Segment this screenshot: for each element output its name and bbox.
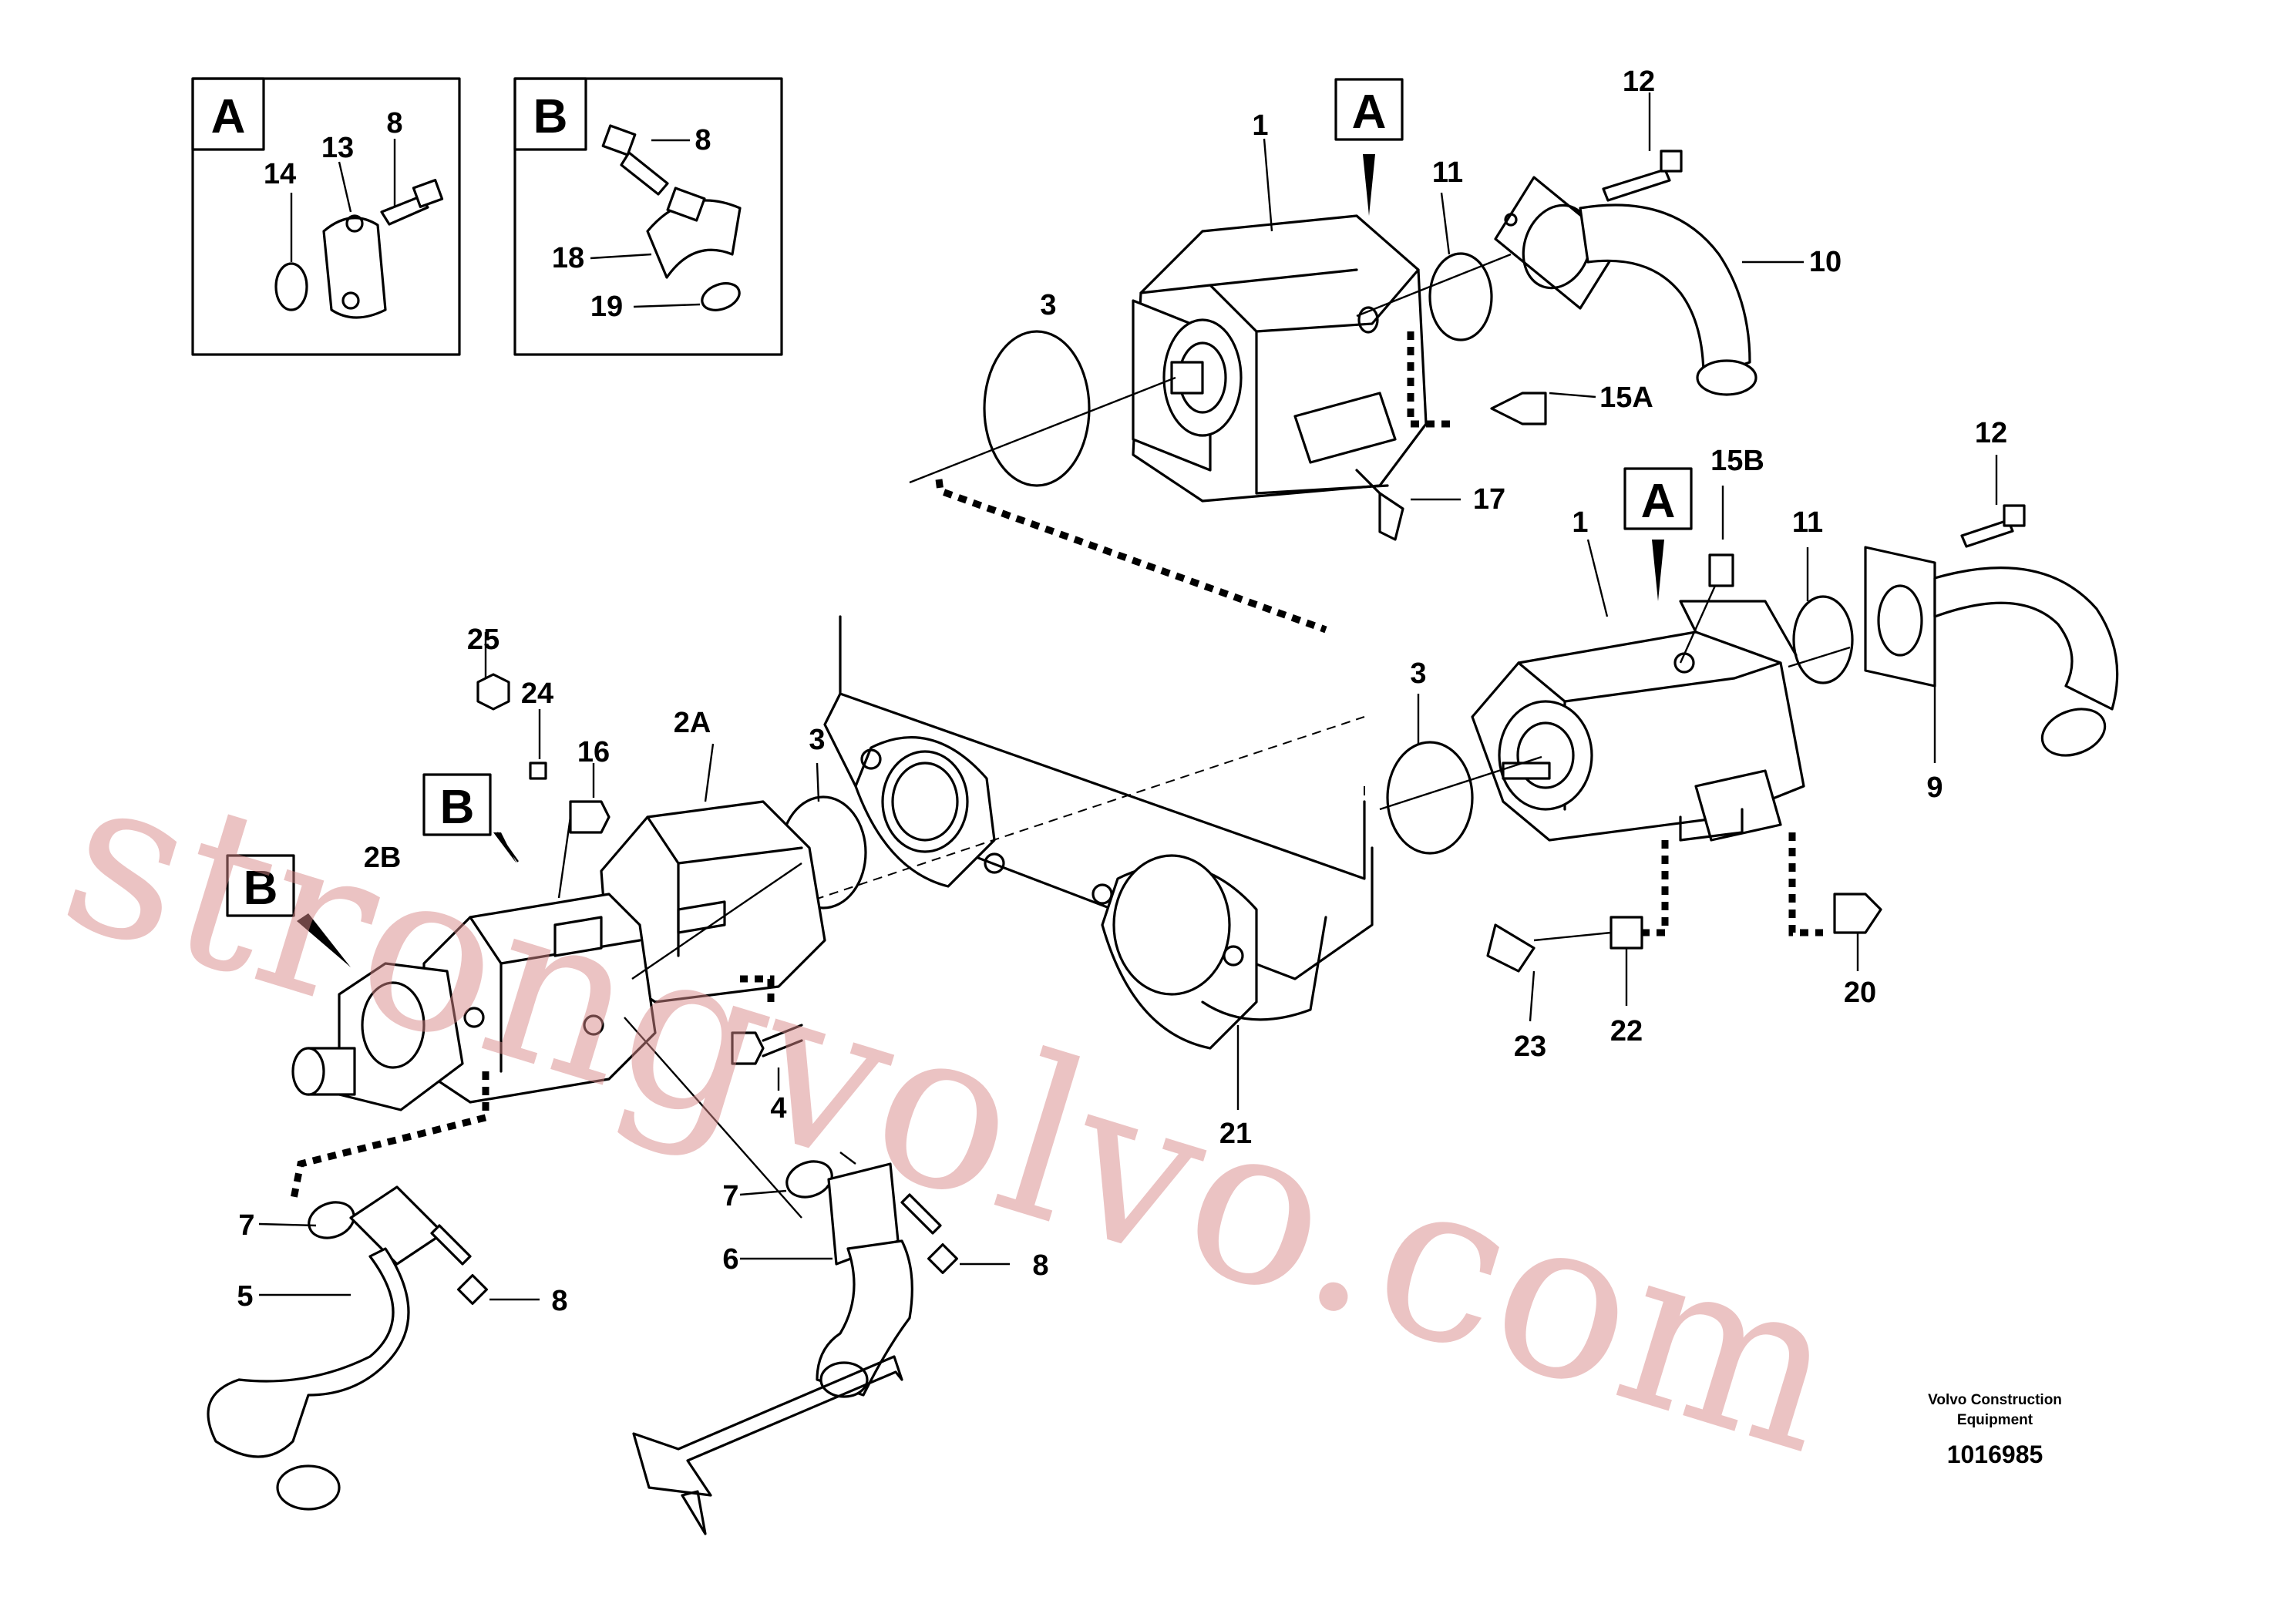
callout-a-right: A bbox=[1623, 467, 1693, 601]
callout-b-lower: B bbox=[226, 854, 351, 967]
half-clamp-part bbox=[322, 217, 387, 319]
label-1-right: 1 bbox=[1572, 506, 1588, 539]
label-16: 16 bbox=[577, 736, 610, 768]
label-21: 21 bbox=[1219, 1118, 1252, 1150]
o-ring-upper-flange bbox=[1428, 252, 1493, 341]
detail-a-label-8: 8 bbox=[386, 107, 402, 140]
company-line-1: Volvo Construction bbox=[1928, 1392, 2062, 1408]
detail-a-label-13: 13 bbox=[321, 132, 354, 164]
label-3-housing: 3 bbox=[809, 724, 825, 756]
label-10: 10 bbox=[1809, 246, 1842, 278]
detail-b-label-19: 19 bbox=[590, 291, 623, 323]
label-24: 24 bbox=[521, 678, 553, 710]
pump-housing bbox=[770, 615, 1374, 1110]
bolt-upper bbox=[1602, 168, 1671, 202]
bolt-8-left bbox=[430, 1224, 472, 1266]
label-5: 5 bbox=[237, 1280, 253, 1313]
svg-text:B: B bbox=[440, 781, 475, 834]
nut-25 bbox=[476, 673, 510, 711]
label-15a: 15A bbox=[1599, 382, 1653, 414]
label-7-left: 7 bbox=[238, 1209, 254, 1242]
flange-right bbox=[1864, 546, 1936, 688]
label-12-upper: 12 bbox=[1623, 66, 1655, 98]
drawing-number: 1016985 bbox=[1947, 1441, 2043, 1468]
fitting-15b bbox=[1708, 553, 1734, 587]
label-20: 20 bbox=[1844, 977, 1876, 1009]
fitting-22 bbox=[1610, 916, 1643, 950]
detail-box-a-letter: A bbox=[211, 90, 246, 143]
label-8-left: 8 bbox=[551, 1285, 567, 1317]
tee-16 bbox=[569, 800, 610, 834]
fitting-17 bbox=[1378, 492, 1404, 541]
label-11-right: 11 bbox=[1792, 506, 1823, 539]
part-labels: 1 1 2A 2B 3 3 3 4 5 6 7 7 8 8 9 10 11 11… bbox=[237, 66, 2007, 1317]
callout-b-upper: B bbox=[422, 773, 519, 863]
detail-box-b: B 8 18 19 bbox=[513, 77, 783, 356]
detail-box-b-letter: B bbox=[533, 90, 568, 143]
label-1-upper: 1 bbox=[1252, 109, 1268, 142]
label-6: 6 bbox=[722, 1243, 738, 1276]
o-ring-right-flange bbox=[1792, 595, 1854, 684]
fitting-24 bbox=[529, 762, 547, 780]
o-ring-part bbox=[701, 282, 741, 311]
label-17: 17 bbox=[1473, 483, 1505, 516]
pump-right bbox=[1379, 600, 1851, 842]
detail-b-label-8: 8 bbox=[695, 124, 711, 156]
label-12-right: 12 bbox=[1975, 417, 2007, 449]
flange-5 bbox=[349, 1185, 445, 1266]
pipe-elbow-upper bbox=[1356, 92, 1804, 396]
fittings-upper bbox=[1355, 331, 1596, 541]
label-9: 9 bbox=[1926, 772, 1942, 804]
fitting-23 bbox=[1486, 923, 1536, 973]
label-3-upper: 3 bbox=[1040, 289, 1056, 321]
label-2b: 2B bbox=[364, 842, 402, 874]
left-fittings bbox=[476, 632, 803, 1091]
label-15b: 15B bbox=[1710, 445, 1764, 477]
label-3-right: 3 bbox=[1410, 657, 1426, 690]
pipe-lower-left bbox=[207, 1071, 540, 1511]
bolt-part bbox=[601, 124, 637, 156]
label-25: 25 bbox=[467, 624, 500, 656]
o-ring-part bbox=[274, 262, 308, 311]
callout-a-upper: A bbox=[1334, 78, 1404, 216]
label-22: 22 bbox=[1610, 1015, 1643, 1047]
pump-left-assembly bbox=[291, 743, 826, 1219]
label-8-right: 8 bbox=[1032, 1249, 1048, 1282]
bolt-part bbox=[380, 195, 429, 226]
svg-text:A: A bbox=[1352, 86, 1387, 139]
label-23: 23 bbox=[1514, 1031, 1546, 1063]
pipe-elbow-right bbox=[1792, 455, 2119, 763]
label-2a: 2A bbox=[674, 707, 711, 739]
fittings-right bbox=[1486, 486, 1882, 1022]
svg-text:A: A bbox=[1641, 475, 1676, 528]
label-11-upper: 11 bbox=[1432, 156, 1463, 189]
detail-b-label-18: 18 bbox=[552, 242, 584, 274]
o-ring-upper-pump bbox=[983, 330, 1091, 487]
detail-box-a: A 14 13 8 bbox=[191, 77, 461, 356]
bolt-8-right bbox=[900, 1193, 942, 1235]
label-4: 4 bbox=[770, 1092, 786, 1125]
o-ring-7-left bbox=[308, 1201, 355, 1239]
o-ring-7-right bbox=[785, 1160, 833, 1199]
direction-arrow-icon bbox=[632, 1355, 903, 1497]
label-7-right: 7 bbox=[722, 1180, 738, 1212]
bolt-4 bbox=[731, 1031, 765, 1065]
fitting-15a bbox=[1490, 392, 1547, 425]
bolt-right bbox=[1960, 519, 2014, 548]
svg-text:B: B bbox=[244, 862, 278, 915]
detail-a-label-14: 14 bbox=[264, 158, 296, 190]
o-ring-housing-right bbox=[1386, 741, 1474, 855]
fitting-20 bbox=[1833, 893, 1882, 934]
pipe-lower-right bbox=[739, 1152, 1010, 1398]
company-line-2: Equipment bbox=[1957, 1412, 2033, 1428]
drawing-footer: Volvo Construction Equipment 1016985 bbox=[1928, 1392, 2062, 1468]
pump-upper bbox=[909, 214, 1428, 503]
